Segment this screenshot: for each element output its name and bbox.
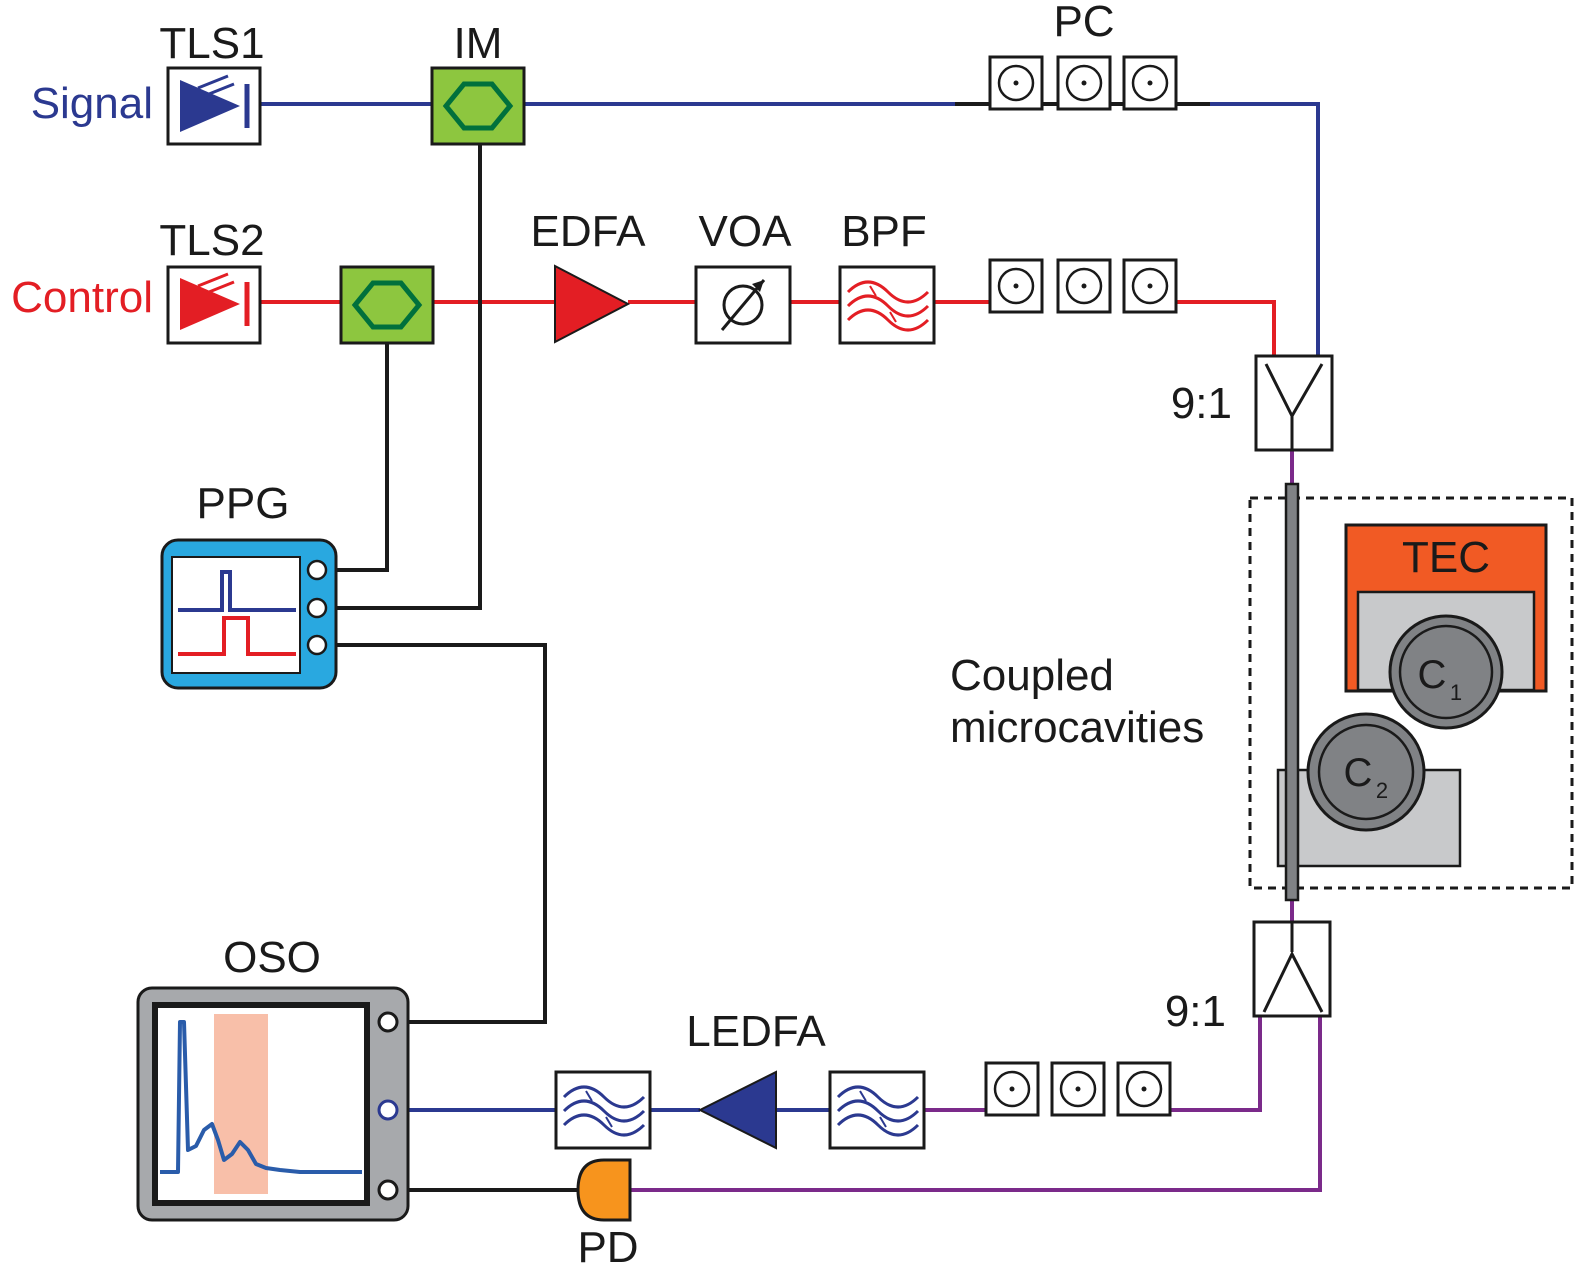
coupler-top bbox=[1254, 354, 1334, 452]
pd-label: PD bbox=[577, 1223, 638, 1266]
signal-label: Signal bbox=[31, 79, 153, 128]
microcavity-c2 bbox=[1306, 712, 1426, 832]
ppg-cable-1 bbox=[330, 340, 389, 572]
bandpass-filter-output-left bbox=[554, 1070, 652, 1150]
oso-label: OSO bbox=[223, 933, 321, 982]
tls1-label: TLS1 bbox=[159, 19, 264, 68]
intensity-modulator-control bbox=[339, 265, 435, 345]
coupler-bottom-label: 9:1 bbox=[1165, 987, 1226, 1036]
c2-subscript: 2 bbox=[1376, 778, 1388, 803]
control-fiber bbox=[258, 300, 1276, 356]
coupler-bottom bbox=[1252, 920, 1332, 1018]
intensity-modulator-signal bbox=[430, 66, 526, 146]
bus-waveguide bbox=[1284, 482, 1300, 902]
bandpass-filter-control bbox=[838, 265, 936, 345]
c1-subscript: 1 bbox=[1450, 680, 1462, 705]
microcavity-c1 bbox=[1388, 614, 1504, 730]
coupled-microcavities-enclosure bbox=[1248, 496, 1574, 890]
edfa-amplifier bbox=[554, 264, 631, 344]
bandpass-filter-output-right bbox=[828, 1070, 926, 1150]
tls2-label: TLS2 bbox=[159, 216, 264, 265]
output-fiber-pd bbox=[630, 1016, 1322, 1192]
pc-label: PC bbox=[1053, 0, 1114, 46]
edfa-label: EDFA bbox=[531, 207, 647, 256]
c1-label: C bbox=[1418, 653, 1447, 697]
optical-sampling-oscilloscope bbox=[136, 986, 410, 1222]
polarization-controller-output bbox=[984, 1061, 1172, 1117]
voa-label: VOA bbox=[699, 207, 793, 256]
variable-optical-attenuator bbox=[694, 265, 792, 345]
ppg-cable-2 bbox=[330, 145, 482, 610]
polarization-controller-control bbox=[988, 258, 1178, 314]
pulse-pattern-generator bbox=[160, 538, 338, 690]
ppg-label: PPG bbox=[197, 479, 290, 528]
control-label: Control bbox=[11, 273, 153, 322]
bpf-label: BPF bbox=[841, 207, 927, 256]
output-fiber-drop bbox=[924, 1016, 1262, 1112]
signal-fiber bbox=[258, 102, 1320, 356]
im-label: IM bbox=[454, 19, 503, 68]
tec-label: TEC bbox=[1402, 533, 1490, 582]
tls2-laser bbox=[166, 265, 262, 345]
coupled-microcavities-label-2: microcavities bbox=[950, 703, 1204, 752]
coupled-microcavities-label-1: Coupled bbox=[950, 651, 1114, 700]
tls1-laser bbox=[166, 66, 262, 146]
ppg-cable-3 bbox=[330, 643, 547, 1024]
coupler-top-label: 9:1 bbox=[1171, 379, 1232, 428]
ledfa-amplifier bbox=[697, 1070, 777, 1150]
polarization-controller-signal bbox=[988, 55, 1178, 111]
photodetector bbox=[576, 1158, 632, 1222]
c2-label: C bbox=[1344, 751, 1373, 795]
ledfa-label: LEDFA bbox=[686, 1007, 826, 1056]
